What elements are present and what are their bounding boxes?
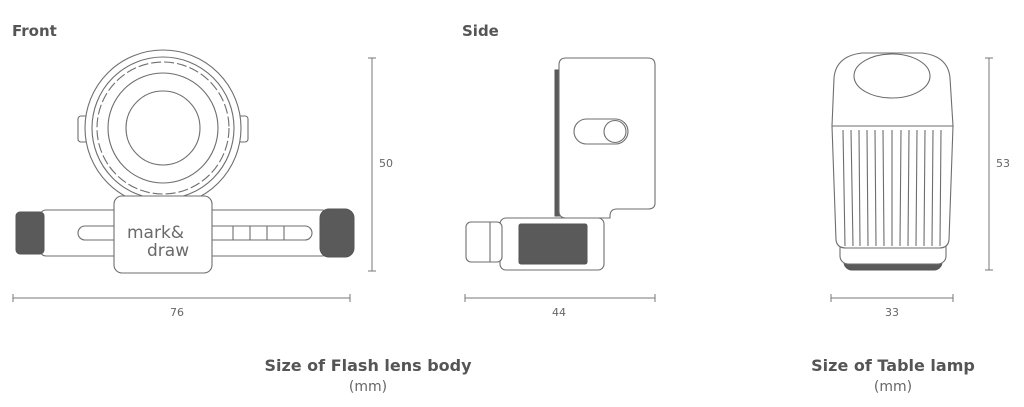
- front-lens-glass-outer: [107, 72, 219, 184]
- side-left-nub: [465, 221, 503, 263]
- front-width-dimension: [12, 294, 351, 302]
- flash-caption-unit: (mm): [348, 379, 388, 395]
- lamp-width-dimension: [830, 294, 954, 302]
- front-right-knob: [319, 208, 355, 258]
- lamp-top-cap: [853, 53, 931, 99]
- front-height-dimension: [368, 57, 376, 272]
- side-view-label: Side: [462, 22, 499, 40]
- side-knob: [573, 118, 629, 145]
- front-view-drawing: mark& draw: [15, 49, 355, 274]
- front-lens-dashed-ring: [96, 61, 230, 195]
- front-width-value: 76: [170, 306, 184, 319]
- side-width-dimension: [464, 294, 656, 302]
- lamp-width-value: 33: [885, 306, 899, 319]
- side-width-value: 44: [552, 306, 566, 319]
- front-lens-glass-inner: [125, 90, 201, 166]
- lamp-ribs: [842, 129, 942, 247]
- flash-caption-title: Size of Flash lens body: [264, 356, 472, 375]
- lamp-caption-unit: (mm): [873, 379, 913, 395]
- front-view-label: Front: [12, 22, 57, 40]
- side-view-drawing: [465, 57, 656, 271]
- side-knob-end: [603, 119, 627, 144]
- front-left-knob: [15, 211, 45, 255]
- lamp-drawing: [831, 52, 954, 271]
- lamp-height-dimension: [985, 57, 993, 271]
- logo-line2: draw: [147, 241, 189, 261]
- front-height-value: 50: [379, 157, 393, 170]
- lamp-height-value: 53: [996, 157, 1010, 170]
- front-mount-block: [113, 195, 213, 274]
- logo-line1: mark&: [127, 223, 184, 243]
- side-clamp-pad: [518, 223, 588, 265]
- lamp-caption-title: Size of Table lamp: [811, 356, 975, 375]
